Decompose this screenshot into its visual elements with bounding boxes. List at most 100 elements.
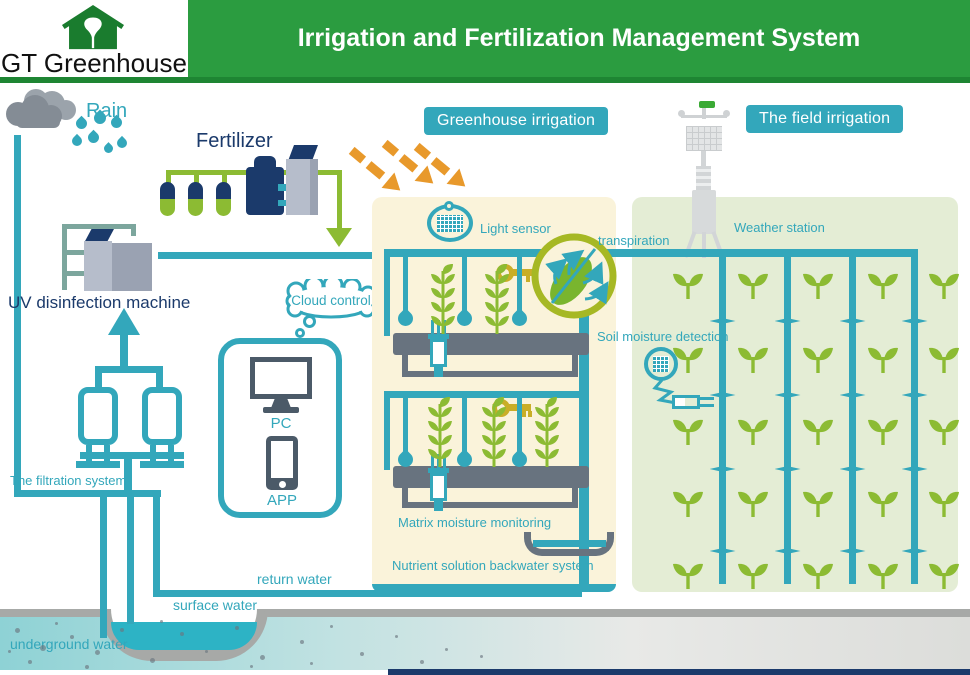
pc-icon: [250, 357, 312, 399]
weather-station-leg: [702, 232, 706, 258]
nutrient-backwater-label: Nutrient solution backwater system: [392, 558, 594, 573]
probe-prong: [431, 454, 434, 469]
greenhouse-plant-icon: [430, 264, 456, 334]
basin-water: [111, 622, 257, 650]
return-water-pipe: [153, 590, 582, 597]
filtration-tank-icon: [142, 387, 182, 445]
probe-body: [430, 339, 447, 367]
brand-name: GT Greenhouse: [1, 48, 187, 78]
soil-sensor-icon: [653, 356, 669, 372]
soil-dot: [95, 650, 100, 655]
fertilizer-drop-line: [166, 170, 171, 184]
greenhouse-logo-icon: [60, 5, 126, 56]
field-drip-line: [719, 257, 726, 584]
field-plant-icon: [738, 346, 768, 373]
pc-label: PC: [270, 415, 292, 432]
filtration-manifold: [156, 373, 163, 389]
app-icon: [271, 441, 293, 478]
weather-station-part: [701, 151, 706, 166]
uv-supply-pipe: [158, 252, 388, 259]
valve-icon: [526, 276, 530, 282]
weather-station-part: [681, 115, 727, 118]
bubble-trail-dot: [295, 328, 305, 338]
greenhouse-plant-icon: [534, 397, 560, 467]
bubble-trail-dot: [303, 315, 316, 328]
greenhouse-plant-icon: [484, 264, 510, 334]
filtration-label: The filtration system: [10, 473, 127, 488]
fertilizer-drop-line: [194, 170, 199, 184]
gh-frame-pipe: [384, 257, 390, 336]
drip-pipe: [403, 257, 408, 315]
rain-drop-icon: [85, 129, 102, 146]
uv-machine-label: UV disinfection machine: [8, 293, 191, 312]
cloud-control-bubble: [282, 274, 380, 328]
flow-up-arrow-icon: [108, 308, 140, 335]
field-plant-icon: [673, 272, 703, 299]
valve-icon: [522, 411, 526, 417]
greenhouse-plant-icon: [481, 397, 507, 467]
field-plant-icon: [868, 272, 898, 299]
rain-cloud-icon: [4, 86, 82, 141]
filtration-bottom-pipe: [14, 490, 161, 497]
field-plant-icon: [803, 562, 833, 589]
weather-station-part: [678, 110, 685, 117]
sun-ray-dash: [349, 146, 367, 164]
greenhouse-bottom-pipe: [372, 584, 616, 592]
weather-station-box: [692, 190, 716, 234]
probe-tip: [434, 367, 443, 377]
fertilizer-tank-icon: [246, 167, 284, 215]
weather-station-cap: [699, 101, 715, 108]
moisture-probe-icon: [428, 454, 450, 512]
gh-return-pipe: [579, 257, 589, 585]
moisture-probe-icon: [428, 320, 450, 378]
field-drip-line: [784, 257, 791, 584]
soil-sensor-prong: [700, 404, 714, 407]
greenhouse-irrigation-badge: Greenhouse irrigation: [424, 107, 609, 135]
flow-up-arrow-shaft: [120, 334, 128, 370]
grow-bench-legs: [402, 488, 578, 508]
greenhouse-plant-icon: [427, 397, 453, 467]
field-irrigation-badge: The field irrigation: [746, 105, 904, 133]
drip-pipe: [403, 398, 408, 456]
weather-station-icon: [675, 100, 735, 258]
soil-dot: [180, 632, 184, 636]
soil-dot: [28, 660, 32, 664]
field-plant-icon: [673, 490, 703, 517]
probe-prong: [443, 454, 446, 469]
field-plant-icon: [803, 418, 833, 445]
probe-tip: [434, 501, 443, 511]
light-sensor-icon: [437, 215, 463, 232]
filtration-tank-icon: [78, 387, 118, 445]
sun-ray-dash: [414, 142, 432, 160]
pc-icon: [263, 407, 299, 413]
tank-leg: [86, 445, 92, 462]
field-plant-icon: [803, 490, 833, 517]
fertilizer-arrow-down-icon: [326, 228, 352, 247]
soil-dot: [150, 658, 155, 663]
ground: [264, 609, 970, 617]
underground-water-label: underground water: [10, 636, 128, 652]
fertilizer-capsule-icon: [188, 182, 203, 216]
field-drip-line: [911, 257, 918, 584]
soil-sensor-cable: [650, 379, 710, 417]
uv-frame: [62, 250, 90, 255]
uv-frame: [131, 224, 136, 236]
uv-machine-icon: [84, 241, 112, 291]
matrix-moisture-label: Matrix moisture monitoring: [398, 515, 552, 530]
uv-machine-icon: [112, 243, 152, 291]
field-plant-icon: [738, 272, 768, 299]
fertilizer-drop-line: [222, 170, 227, 184]
field-drip-line: [849, 257, 856, 584]
weather-station-panel: [686, 126, 722, 151]
field-plant-icon: [929, 418, 959, 445]
grow-bench: [393, 466, 589, 488]
soil-dot: [55, 622, 58, 625]
fertilizer-label: Fertilizer: [196, 130, 273, 152]
probe-body: [430, 473, 447, 501]
weather-station-part: [696, 166, 711, 190]
field-plant-icon: [738, 490, 768, 517]
fertilizer-mixer-icon: [288, 145, 318, 161]
fertilizer-feed-line: [337, 170, 342, 228]
field-plant-icon: [738, 562, 768, 589]
